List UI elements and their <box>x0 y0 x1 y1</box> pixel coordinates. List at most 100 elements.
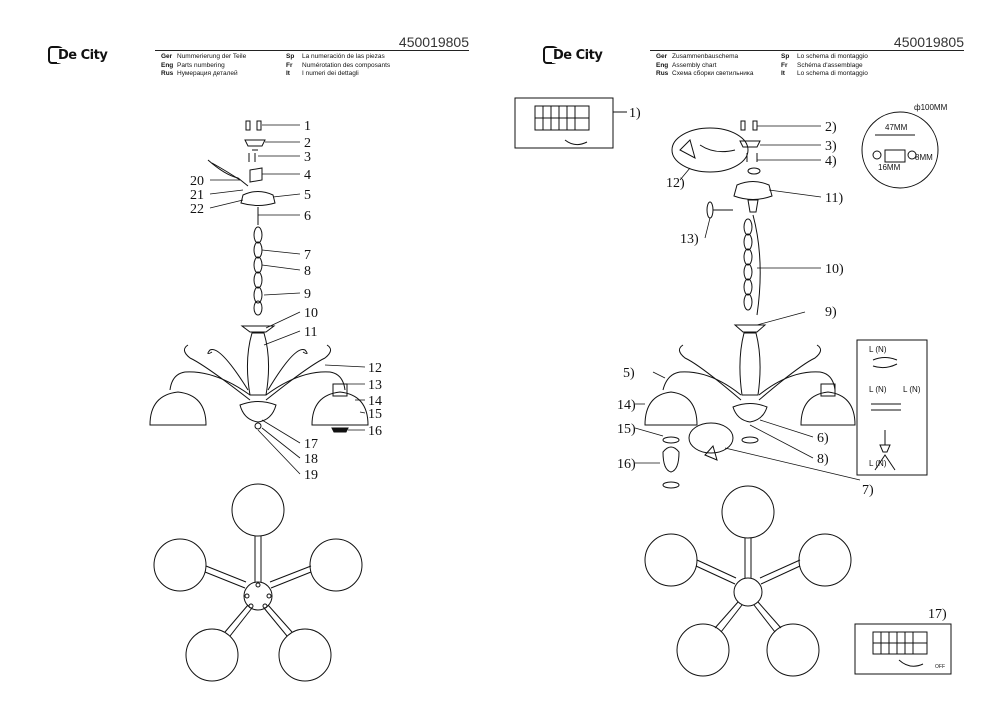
article-number: 450019805 <box>893 34 964 50</box>
power-wire-icon <box>207 159 249 187</box>
caption-ger: Zusammenbauschema <box>672 53 739 60</box>
lang-code: Eng <box>656 61 669 69</box>
height-dimension: 16MM <box>878 163 901 172</box>
terminal-block-inset-icon <box>514 97 627 149</box>
caption-sp: La numeración de las piezas <box>302 53 385 60</box>
part-label: 16 <box>368 424 382 439</box>
glass-shade-left-icon <box>644 391 698 426</box>
cup-icon <box>240 325 276 333</box>
central-body-icon <box>739 332 761 396</box>
lang-code: Ger <box>656 53 668 60</box>
lang-code: Eng <box>161 61 174 69</box>
lang-code: Rus <box>656 70 669 77</box>
wire-label: L (N) <box>869 459 887 468</box>
lang-code: Fr <box>781 61 788 69</box>
diameter-dimension: ф100MM <box>914 103 948 112</box>
part-label: 8 <box>304 264 311 279</box>
part-label: 17 <box>304 437 318 452</box>
caption-sp: Lo schema di montaggio <box>797 53 868 60</box>
step-label: 16) <box>617 457 636 472</box>
glass-shade-left-icon <box>149 391 207 426</box>
wire-label: L (N) <box>869 345 887 354</box>
part-label: 10 <box>304 306 318 321</box>
step-label: 15) <box>617 422 636 437</box>
chandelier-parts-drawing: 1 2 3 4 5 6 7 8 9 10 11 12 13 14 15 16 1… <box>149 119 382 682</box>
part-label: 18 <box>304 452 318 467</box>
canopy-icon <box>240 191 276 206</box>
caption-ger: Nummerierung der Teile <box>177 53 247 60</box>
top-view-drawing <box>153 483 363 682</box>
lang-code: Sp <box>781 53 790 60</box>
part-label: 6 <box>304 209 311 224</box>
step-label: 14) <box>617 398 636 413</box>
terminal-block-inset-17-icon <box>854 623 952 675</box>
chain-icon <box>743 214 761 316</box>
central-body-icon <box>246 332 270 396</box>
part-label: 7 <box>304 248 311 263</box>
mounting-dimension-icon <box>861 111 939 189</box>
glass-shade-right-icon <box>800 391 856 426</box>
step-label: 13) <box>680 232 699 247</box>
chandelier-assembly-drawing: 1) 2) 3) 4) 11) 12) 13) 10) 9) 5) 14) 15… <box>514 97 952 677</box>
wire-label: L (N) <box>869 385 887 394</box>
part-label: 1 <box>304 119 311 134</box>
step-label: 5) <box>623 366 635 381</box>
wire-label: L (N) <box>903 385 921 394</box>
brand-name: De City <box>57 47 108 63</box>
lang-code: Sp <box>286 53 295 60</box>
brand-logo: De City <box>48 44 108 66</box>
caption-rus: Нумерация деталей <box>177 70 238 77</box>
part-label: 3 <box>304 150 311 165</box>
caption-eng: Parts numbering <box>177 61 225 69</box>
part-label: 5 <box>304 188 311 203</box>
step-label: 3) <box>825 139 837 154</box>
caption-it: Lo schema di montaggio <box>797 70 868 77</box>
glass-shade-right-icon <box>311 391 369 426</box>
parts-numbering-page: De City 450019805 Ger Nummerierung der Te… <box>48 34 469 682</box>
step-label: 11) <box>825 191 843 206</box>
bulb-icon <box>662 446 680 473</box>
screw-parts-icon <box>244 120 266 183</box>
part-label: 2 <box>304 136 311 151</box>
top-view-drawing <box>644 485 852 677</box>
part-label: 22 <box>190 202 204 217</box>
caption-it: I numeri dei dettagli <box>302 70 359 77</box>
lang-code: It <box>286 70 290 77</box>
part-label: 20 <box>190 174 204 189</box>
canopy-icon <box>733 181 773 200</box>
caption-fr: Numérotation des composants <box>302 61 391 69</box>
bottom-bowl-icon <box>239 401 277 423</box>
part-label: 19 <box>304 468 318 483</box>
header-rule <box>155 50 469 51</box>
step-label: 12) <box>666 176 685 191</box>
caption-rus: Схема сборки светильника <box>672 70 754 77</box>
width-dimension: 47MM <box>885 123 908 132</box>
brand-name: De City <box>552 47 603 63</box>
header-rule <box>650 50 964 51</box>
article-number: 450019805 <box>398 34 469 50</box>
wire-connection-panel-icon <box>856 339 928 476</box>
step-label: 1) <box>629 106 641 121</box>
caption-eng: Assembly chart <box>672 61 717 69</box>
lang-code: It <box>781 70 785 77</box>
rotation-label: OFF <box>935 664 945 670</box>
chain-icon <box>253 226 263 316</box>
step-label: 4) <box>825 154 837 169</box>
lang-code: Rus <box>161 70 174 77</box>
arm-left-icon <box>169 371 251 396</box>
caption-fr: Schéma d'assemblage <box>797 61 863 69</box>
step-label: 9) <box>825 305 837 320</box>
lang-code: Fr <box>286 61 293 69</box>
brand-logo: De City <box>543 44 603 66</box>
lang-code: Ger <box>161 53 173 60</box>
part-label: 12 <box>368 361 382 376</box>
step-label: 17) <box>928 607 947 622</box>
bottom-wiring-detail-icon <box>688 422 734 454</box>
hole-dimension: 8MM <box>915 153 933 162</box>
step-label: 10) <box>825 262 844 277</box>
arm-right-icon <box>265 371 346 396</box>
part-label: 13 <box>368 378 382 393</box>
part-label: 15 <box>368 407 382 422</box>
part-label: 4 <box>304 168 311 183</box>
part-label: 14 <box>368 394 382 409</box>
